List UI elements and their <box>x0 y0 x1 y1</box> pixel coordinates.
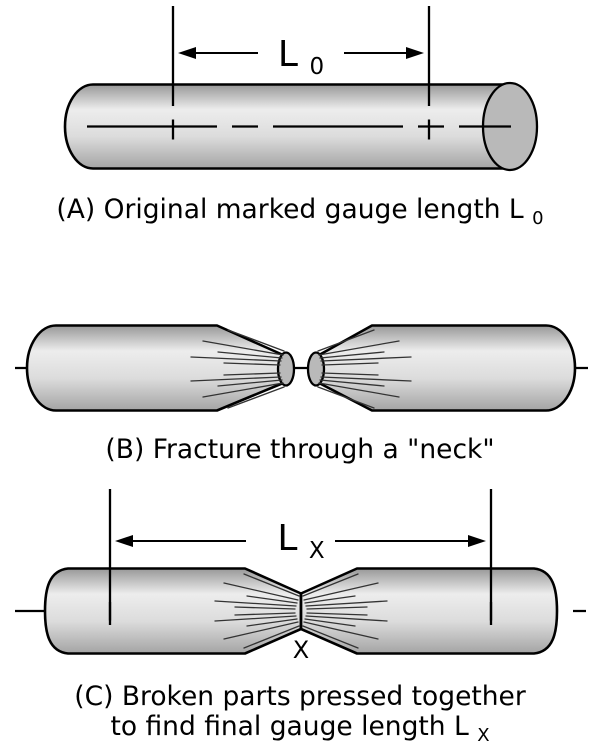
caption-panel-b: (B) Fracture through a "neck" <box>105 434 494 465</box>
caption-panel-c-line2: to find final gauge length L X <box>110 711 489 746</box>
neck-hatch-lines-left-b <box>190 329 285 409</box>
fragment-left-b <box>25 324 284 412</box>
neck-hatch-lines-left-c <box>214 573 300 649</box>
neck-hatch-lines-right-c <box>302 573 388 649</box>
dimension-label-L0: L 0 <box>278 34 324 80</box>
dimension-label-LX: L X <box>277 518 325 564</box>
dim-arrow-right-head-c <box>468 535 486 547</box>
fracture-face-right-b <box>306 351 326 387</box>
caption-panel-c-line1: (C) Broken parts pressed together <box>74 681 526 712</box>
dim-arrow-right-head-a <box>406 47 424 59</box>
fragment-right-b <box>318 324 577 412</box>
gauge-tick-marks-a <box>171 119 431 140</box>
panel-b: (B) Fracture through a "neck" <box>15 324 588 465</box>
fragment-right-c <box>299 567 559 655</box>
panel-c: L X X (C) Broken parts pressed together … <box>15 489 586 746</box>
panel-a: L 0 (A) Original marked gauge length L 0 <box>56 6 544 229</box>
caption-panel-a: (A) Original marked gauge length L 0 <box>56 194 543 229</box>
fracture-face-left-b <box>276 351 296 387</box>
fracture-point-label-x: X <box>293 636 309 664</box>
dim-arrow-left-head-a <box>178 47 196 59</box>
neck-hatch-lines-right-b <box>317 329 412 409</box>
dim-arrow-left-head-c <box>115 535 133 547</box>
